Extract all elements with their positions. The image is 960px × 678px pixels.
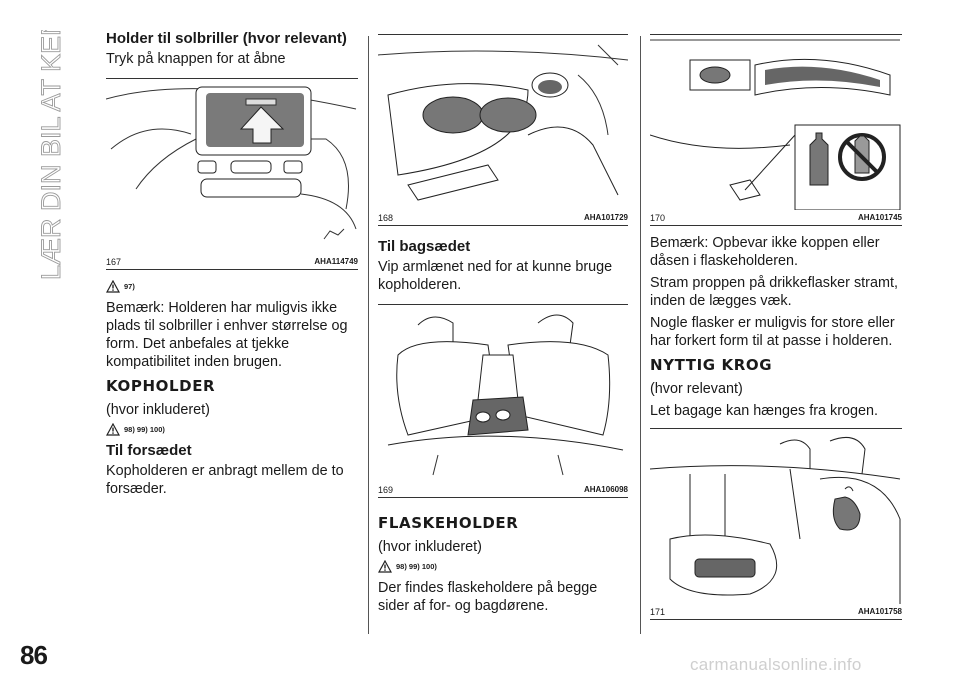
warning-ref-text: 98) 99) 100): [396, 562, 437, 571]
figure-167-caption: 167 AHA114749: [106, 257, 358, 267]
warning-triangle-icon: [106, 280, 120, 293]
sunglass-note: Bemærk: Holderen har muligvis ikke plads…: [106, 300, 348, 370]
hook-section-title: NYTTIG KROG: [650, 356, 773, 374]
hook-text: Let bagage kan hænges fra krogen.: [650, 403, 879, 419]
figure-code: AHA101758: [857, 607, 902, 616]
sunglass-holder-heading: Holder til solbriller (hvor relevant): [106, 30, 347, 47]
rear-seat-heading: Til bagsædet: [378, 238, 471, 255]
side-chapter-title: LÆR DIN BIL AT KENDE: [20, 0, 70, 280]
bottle-holder-section-title: FLASKEHOLDER: [378, 514, 519, 532]
bottle-note-3: Nogle flasker er muligvis for store elle…: [650, 315, 895, 349]
page-number: 86: [20, 640, 48, 670]
bottle-holder-availability: (hvor inkluderet): [378, 539, 482, 555]
column-3: 170 AHA101745 Bemærk: Opbevar ikke koppe…: [650, 30, 902, 620]
front-seat-text: Kopholderen er anbragt mellem de to fors…: [106, 463, 344, 497]
figure-code: AHA101729: [583, 213, 628, 222]
warning-ref: 97): [106, 280, 358, 293]
watermark: carmanualsonline.info: [690, 655, 862, 674]
figure-code: AHA106098: [583, 485, 628, 494]
door-bottle-holder-illustration: [650, 39, 901, 210]
column-divider-2: [640, 36, 641, 634]
figure-170-caption: 170 AHA101745: [650, 213, 902, 223]
figure-171: 171 AHA101758: [650, 428, 902, 620]
hook-availability: (hvor relevant): [650, 381, 743, 397]
bottle-note-1: Bemærk: Opbevar ikke koppen eller dåsen …: [650, 235, 880, 269]
figure-number: 168: [378, 213, 394, 223]
front-cupholder-illustration: [378, 44, 628, 201]
side-title-text: LÆR DIN BIL AT KENDE: [36, 30, 66, 280]
side-title-svg: LÆR DIN BIL AT KENDE: [36, 0, 67, 280]
figure-168-caption: 168 AHA101729: [378, 213, 628, 223]
sunglass-intro: Tryk på knappen for at åbne: [106, 51, 286, 67]
cupholder-availability: (hvor inkluderet): [106, 402, 210, 418]
rear-seat-text: Vip armlænet ned for at kunne bruge koph…: [378, 259, 613, 293]
figure-number: 169: [378, 485, 394, 495]
bottle-note-2: Stram proppen på drikkeflasker stramt, i…: [650, 275, 898, 309]
warning-ref-cupholder: 98) 99) 100): [106, 423, 358, 436]
figure-number: 171: [650, 607, 666, 617]
warning-ref-text: 97): [124, 282, 135, 291]
front-seat-heading: Til forsædet: [106, 442, 192, 459]
rear-armrest-illustration: [387, 314, 624, 476]
column-divider-1: [368, 36, 369, 634]
figure-code: AHA114749: [314, 257, 358, 266]
warning-ref-bottle: 98) 99) 100): [378, 560, 628, 573]
figure-number: 170: [650, 213, 666, 223]
figure-171-caption: 171 AHA101758: [650, 607, 902, 617]
bottle-holder-text: Der findes flaskeholdere på begge sider …: [378, 580, 598, 614]
figure-number: 167: [106, 257, 122, 267]
figure-170: 170 AHA101745: [650, 34, 902, 226]
figure-169-caption: 169 AHA106098: [378, 485, 628, 495]
warning-ref-text: 98) 99) 100): [124, 425, 165, 434]
column-1: Holder til solbriller (hvor relevant) Tr…: [106, 30, 358, 502]
figure-167: 167 AHA114749: [106, 78, 358, 270]
luggage-hook-illustration: [650, 436, 901, 604]
sunglass-holder-illustration: [106, 86, 357, 240]
column-2: 168 AHA101729 Til bagsædet Vip armlænet …: [378, 30, 628, 619]
figure-code: AHA101745: [857, 213, 902, 222]
warning-triangle-icon: [106, 423, 120, 436]
cupholder-section-title: KOPHOLDER: [106, 377, 216, 395]
figure-168: 168 AHA101729: [378, 34, 628, 226]
figure-169: 169 AHA106098: [378, 304, 628, 498]
warning-triangle-icon: [378, 560, 392, 573]
